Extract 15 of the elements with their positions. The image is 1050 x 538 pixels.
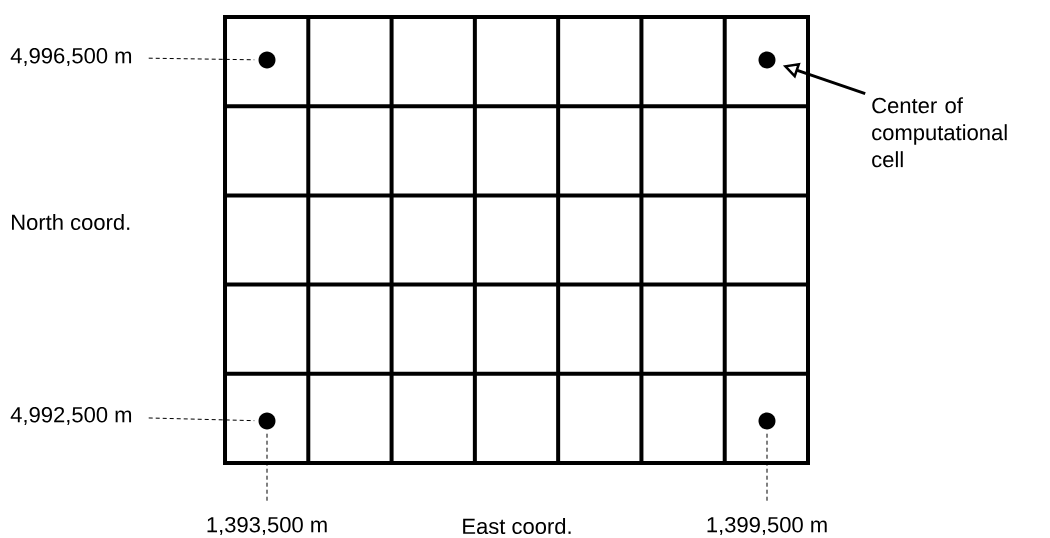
coordinate-label: 4,992,500 m — [10, 406, 132, 426]
coordinate-label: Center of computational cell — [872, 97, 1007, 168]
axis-label: East coord. — [463, 517, 571, 535]
coordinate-label: 1,393,500 m — [207, 516, 327, 536]
cell-center-dot — [258, 51, 276, 69]
cell-center-dot — [758, 412, 776, 430]
cell-center-dot — [758, 51, 776, 69]
cell-center-dot — [258, 412, 276, 430]
coordinate-label: 4,996,500 m — [10, 47, 132, 67]
leader-line — [266, 433, 268, 502]
leader-line — [148, 417, 255, 422]
leader-line — [766, 433, 768, 502]
axis-label: North coord. — [12, 213, 130, 231]
coordinate-label: 1,399,500 m — [707, 516, 827, 536]
leader-line — [148, 57, 255, 61]
